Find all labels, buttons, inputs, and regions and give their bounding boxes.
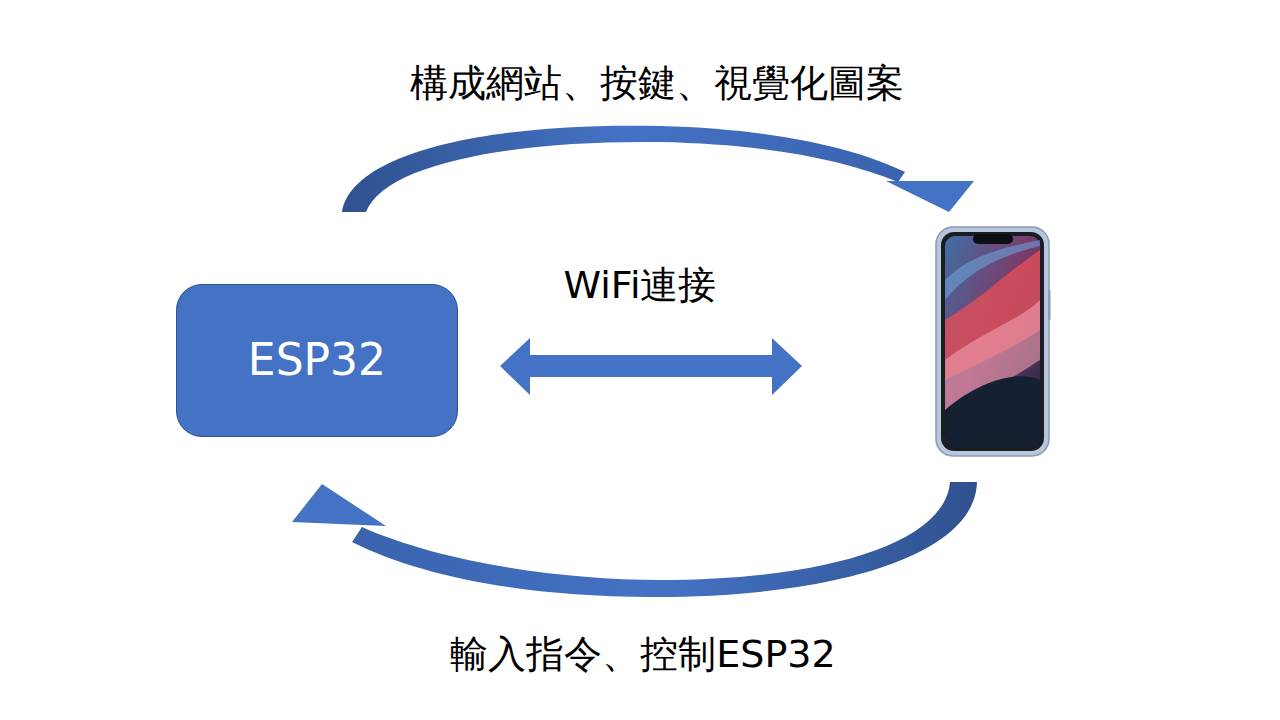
double-arrow — [500, 338, 802, 395]
arrow-label: WiFi連接 — [564, 263, 717, 309]
arrow-label: 輸入指令、控制ESP32 — [450, 632, 835, 678]
curved-arrow — [342, 126, 974, 212]
phone-illustration — [936, 227, 1051, 456]
curved-arrow — [292, 482, 977, 597]
box-label: ESP32 — [248, 335, 386, 386]
arrow-label: 構成網站、按鍵、視覺化圖案 — [410, 61, 904, 107]
process-box: ESP32 — [176, 284, 458, 437]
